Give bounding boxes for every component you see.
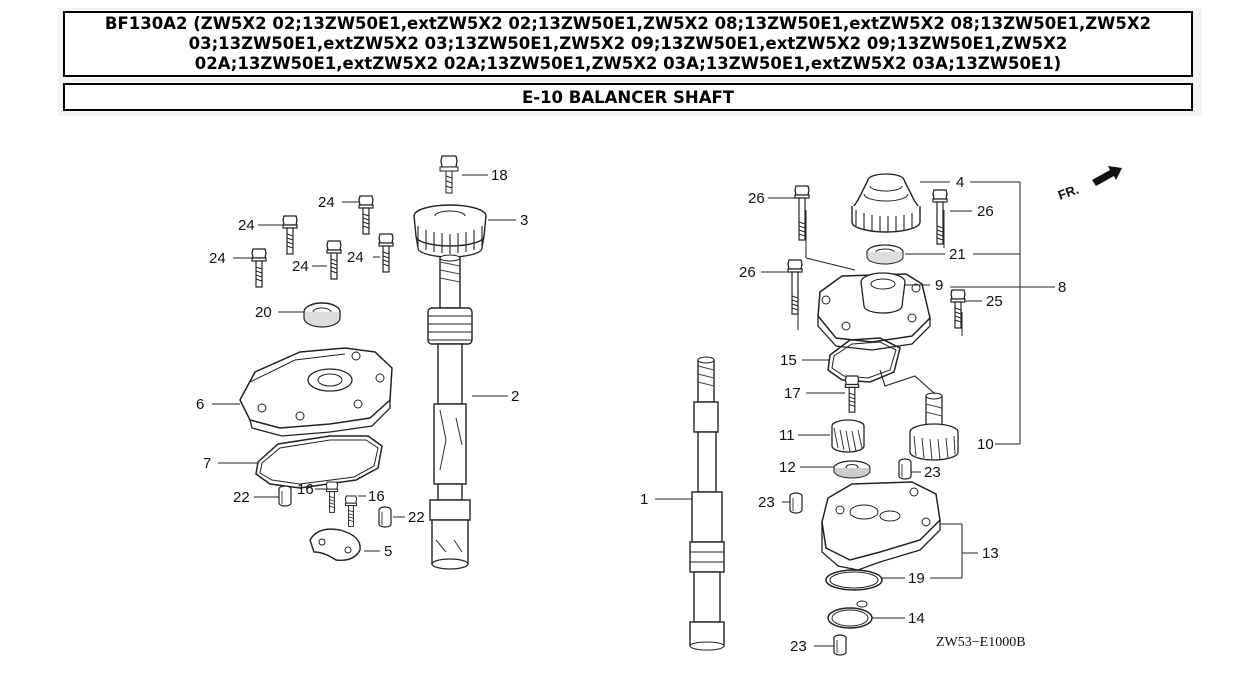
- oil-seal-21: [866, 244, 904, 265]
- balancer-shaft-2: [427, 254, 473, 570]
- callout-3: 3: [520, 212, 528, 229]
- bolt-24b: [358, 195, 374, 235]
- leader-lines: [212, 174, 1055, 647]
- gasket-15: [827, 337, 901, 383]
- front-label: FR.: [1056, 182, 1081, 203]
- bolt-26a: [794, 185, 810, 241]
- pump-body-13: [821, 481, 941, 571]
- ring-14: [827, 600, 873, 629]
- callout-24b: 24: [318, 194, 335, 211]
- callout-10: 10: [977, 436, 994, 453]
- callout-26a: 26: [748, 190, 765, 207]
- pin-22b: [378, 506, 392, 528]
- title-box: BF130A2 (ZW5X2 02;13ZW50E1,extZW5X2 02;1…: [63, 11, 1193, 77]
- callout-22b: 22: [408, 509, 425, 526]
- o-ring-19: [825, 569, 883, 591]
- bolt-24d: [326, 240, 342, 280]
- callout-16b: 16: [368, 488, 385, 505]
- callout-8: 8: [1058, 279, 1066, 296]
- callout-14: 14: [908, 610, 925, 627]
- callout-23a: 23: [924, 464, 941, 481]
- gear-11: [831, 419, 865, 453]
- bolt-16b: [344, 495, 358, 527]
- callout-2: 2: [511, 388, 519, 405]
- plate-5: [309, 528, 361, 561]
- assembly-line: [879, 369, 936, 395]
- callout-6: 6: [196, 396, 204, 413]
- bolt-17: [844, 375, 860, 413]
- front-arrow-icon: [1092, 166, 1122, 186]
- washer-12: [833, 460, 871, 479]
- callout-16a: 16: [297, 481, 314, 498]
- callout-21: 21: [949, 246, 966, 263]
- callout-11: 11: [779, 427, 795, 444]
- pin-23c: [833, 634, 847, 656]
- callout-18: 18: [491, 167, 508, 184]
- callout-24c: 24: [209, 250, 226, 267]
- bolt-24a: [282, 215, 298, 255]
- oil-seal-20: [303, 302, 341, 328]
- bolt-16a: [325, 481, 339, 513]
- section-title: E-10 BALANCER SHAFT: [521, 87, 735, 107]
- cover-6: [239, 347, 393, 437]
- gear-4: [851, 173, 921, 233]
- callout-24d: 24: [292, 258, 309, 275]
- callout-23b: 23: [758, 494, 775, 511]
- bolt-26c: [787, 259, 803, 315]
- callout-24e: 24: [347, 249, 364, 266]
- callout-17: 17: [784, 385, 801, 402]
- pin-22a: [278, 485, 292, 507]
- bolt-24e: [378, 233, 394, 273]
- callout-20: 20: [255, 304, 272, 321]
- callout-25: 25: [986, 293, 1003, 310]
- callout-1: 1: [640, 491, 648, 508]
- callout-26c: 26: [739, 264, 756, 281]
- pin-23a: [898, 458, 912, 480]
- callout-19: 19: [908, 570, 925, 587]
- callout-12: 12: [779, 459, 796, 476]
- callout-24a: 24: [238, 217, 255, 234]
- callout-23c: 23: [790, 638, 807, 655]
- model-title: BF130A2 (ZW5X2 02;13ZW50E1,extZW5X2 02;1…: [104, 14, 1152, 73]
- bolt-18: [439, 155, 459, 194]
- drawing-code: ZW53−E1000B: [936, 635, 1026, 650]
- bolt-26b: [932, 189, 948, 245]
- callout-26b: 26: [977, 203, 994, 220]
- gear-3: [413, 204, 487, 258]
- housing-8: [817, 272, 931, 351]
- gasket-7: [255, 435, 383, 489]
- callout-5: 5: [384, 543, 392, 560]
- bolt-24c: [251, 248, 267, 288]
- callout-22a: 22: [233, 489, 250, 506]
- section-box: E-10 BALANCER SHAFT: [63, 83, 1193, 111]
- callout-7: 7: [203, 455, 211, 472]
- bolt-25: [950, 289, 966, 329]
- callout-15: 15: [780, 352, 797, 369]
- callout-4: 4: [956, 174, 964, 191]
- callout-13: 13: [982, 545, 999, 562]
- balancer-shaft-1: [689, 356, 725, 651]
- gear-shaft-10: [909, 392, 959, 461]
- callout-9: 9: [935, 277, 943, 294]
- pin-23b: [789, 492, 803, 514]
